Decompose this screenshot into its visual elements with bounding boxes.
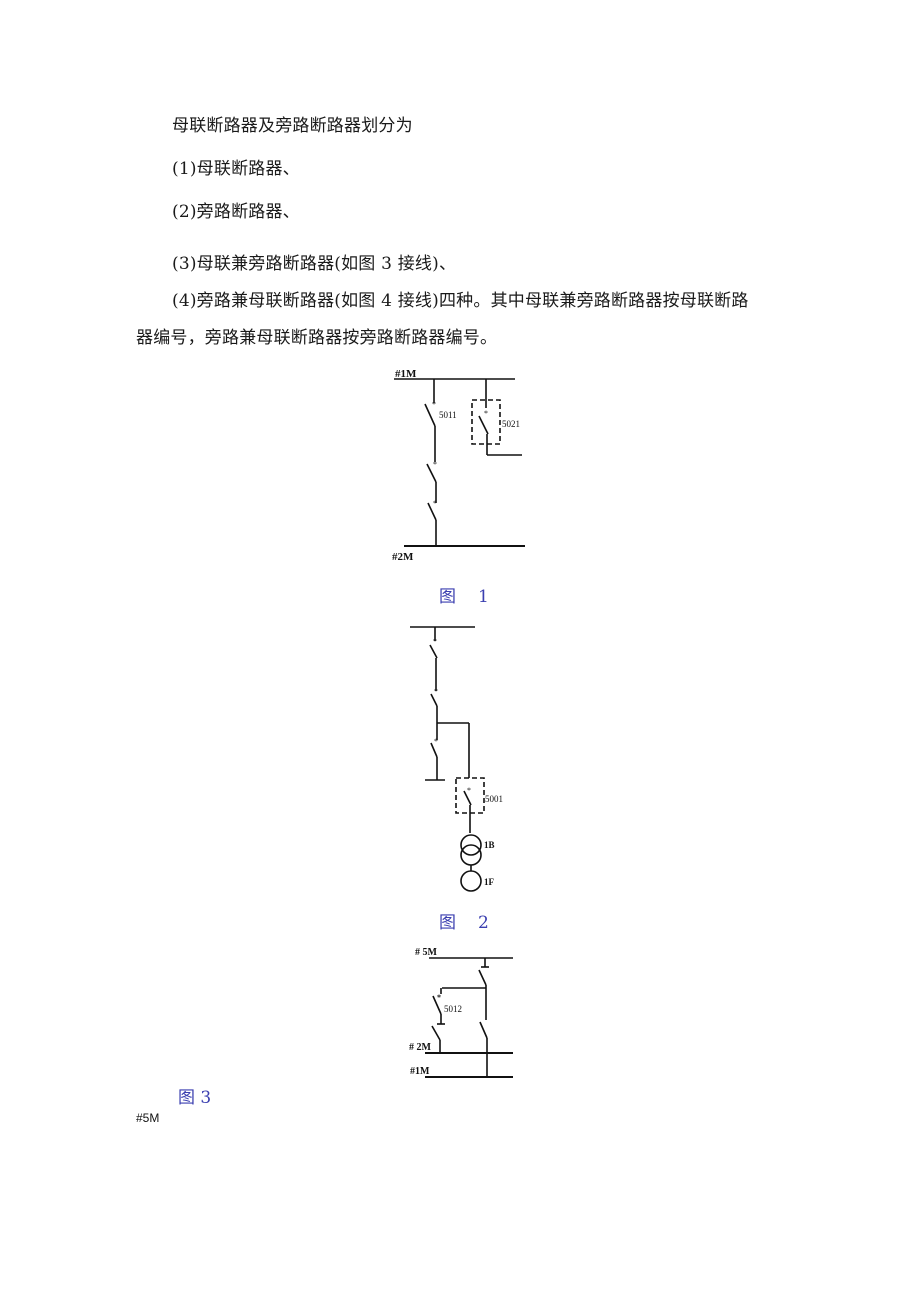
switch-icon <box>479 1021 488 1039</box>
svg-text:*: * <box>433 499 437 508</box>
switch-icon <box>478 969 487 986</box>
figure-3-diagram: # 5M 5012 # 2M #1M * <box>409 947 513 1078</box>
bus-2m-label: #2M <box>392 551 414 563</box>
transformer-1b-icon <box>460 834 482 856</box>
list-item-4: (4)旁路兼母联断路器(如图 4 接线)四种。其中母联兼旁路断路器按母联断路 <box>172 291 749 311</box>
bus-5m-label: # 5M <box>415 947 438 958</box>
bus-1m-label: #1M <box>395 368 417 380</box>
switch-5001-icon <box>463 790 472 806</box>
svg-text:*: * <box>484 409 488 418</box>
switch-icon <box>430 693 438 707</box>
bus-2m-label: # 2M <box>409 1042 432 1053</box>
switch-5011-icon <box>424 403 436 427</box>
figure-3-caption: 图 3 <box>178 1088 212 1108</box>
svg-text:*: * <box>433 637 437 646</box>
switch-icon <box>430 742 438 758</box>
breaker-5012-label: 5012 <box>444 1004 462 1014</box>
generator-1f-icon <box>460 870 482 892</box>
paragraph-intro: 母联断路器及旁路断路器划分为 <box>172 116 413 136</box>
switch-icon <box>426 463 437 483</box>
svg-text:*: * <box>433 460 437 469</box>
switch-icon <box>431 1025 441 1041</box>
figure-2-caption-num: 2 <box>478 913 489 933</box>
switch-5012-icon <box>432 995 442 1015</box>
figure-2-caption-char: 图 <box>439 913 456 933</box>
breaker-5001-box <box>455 777 485 814</box>
switch-icon <box>427 502 437 521</box>
list-item-3: (3)母联兼旁路断路器(如图 3 接线)、 <box>172 254 457 274</box>
bus-1m-label: #1M <box>410 1066 430 1077</box>
breaker-5021-box <box>471 399 501 445</box>
switch-5021-icon <box>478 415 489 435</box>
generator-label: 1F <box>484 877 495 887</box>
list-item-2: (2)旁路断路器、 <box>172 202 300 222</box>
breaker-5011-label: 5011 <box>439 410 457 420</box>
svg-text:*: * <box>467 786 471 795</box>
figure-1-diagram: #1M 5011 5021 #2M * * * * <box>392 368 525 563</box>
svg-text:*: * <box>434 737 438 746</box>
list-item-4-continued: 器编号，旁路兼母联断路器按旁路断路器编号。 <box>136 328 498 348</box>
breaker-5021-label: 5021 <box>502 419 520 429</box>
svg-text:*: * <box>434 687 438 696</box>
list-item-1: (1)母联断路器、 <box>172 159 300 179</box>
figure-1-caption-char: 图 <box>439 587 456 607</box>
switch-icon <box>429 644 438 659</box>
transformer-label: 1B <box>484 840 495 850</box>
figure-2-diagram: * * * * 5001 1B 1F <box>410 626 503 892</box>
svg-text:*: * <box>432 400 436 409</box>
svg-text:*: * <box>437 993 441 1002</box>
figure-1-caption-num: 1 <box>478 587 489 607</box>
stray-bus-label: #5M <box>136 1111 160 1125</box>
breaker-5001-label: 5001 <box>485 794 503 804</box>
